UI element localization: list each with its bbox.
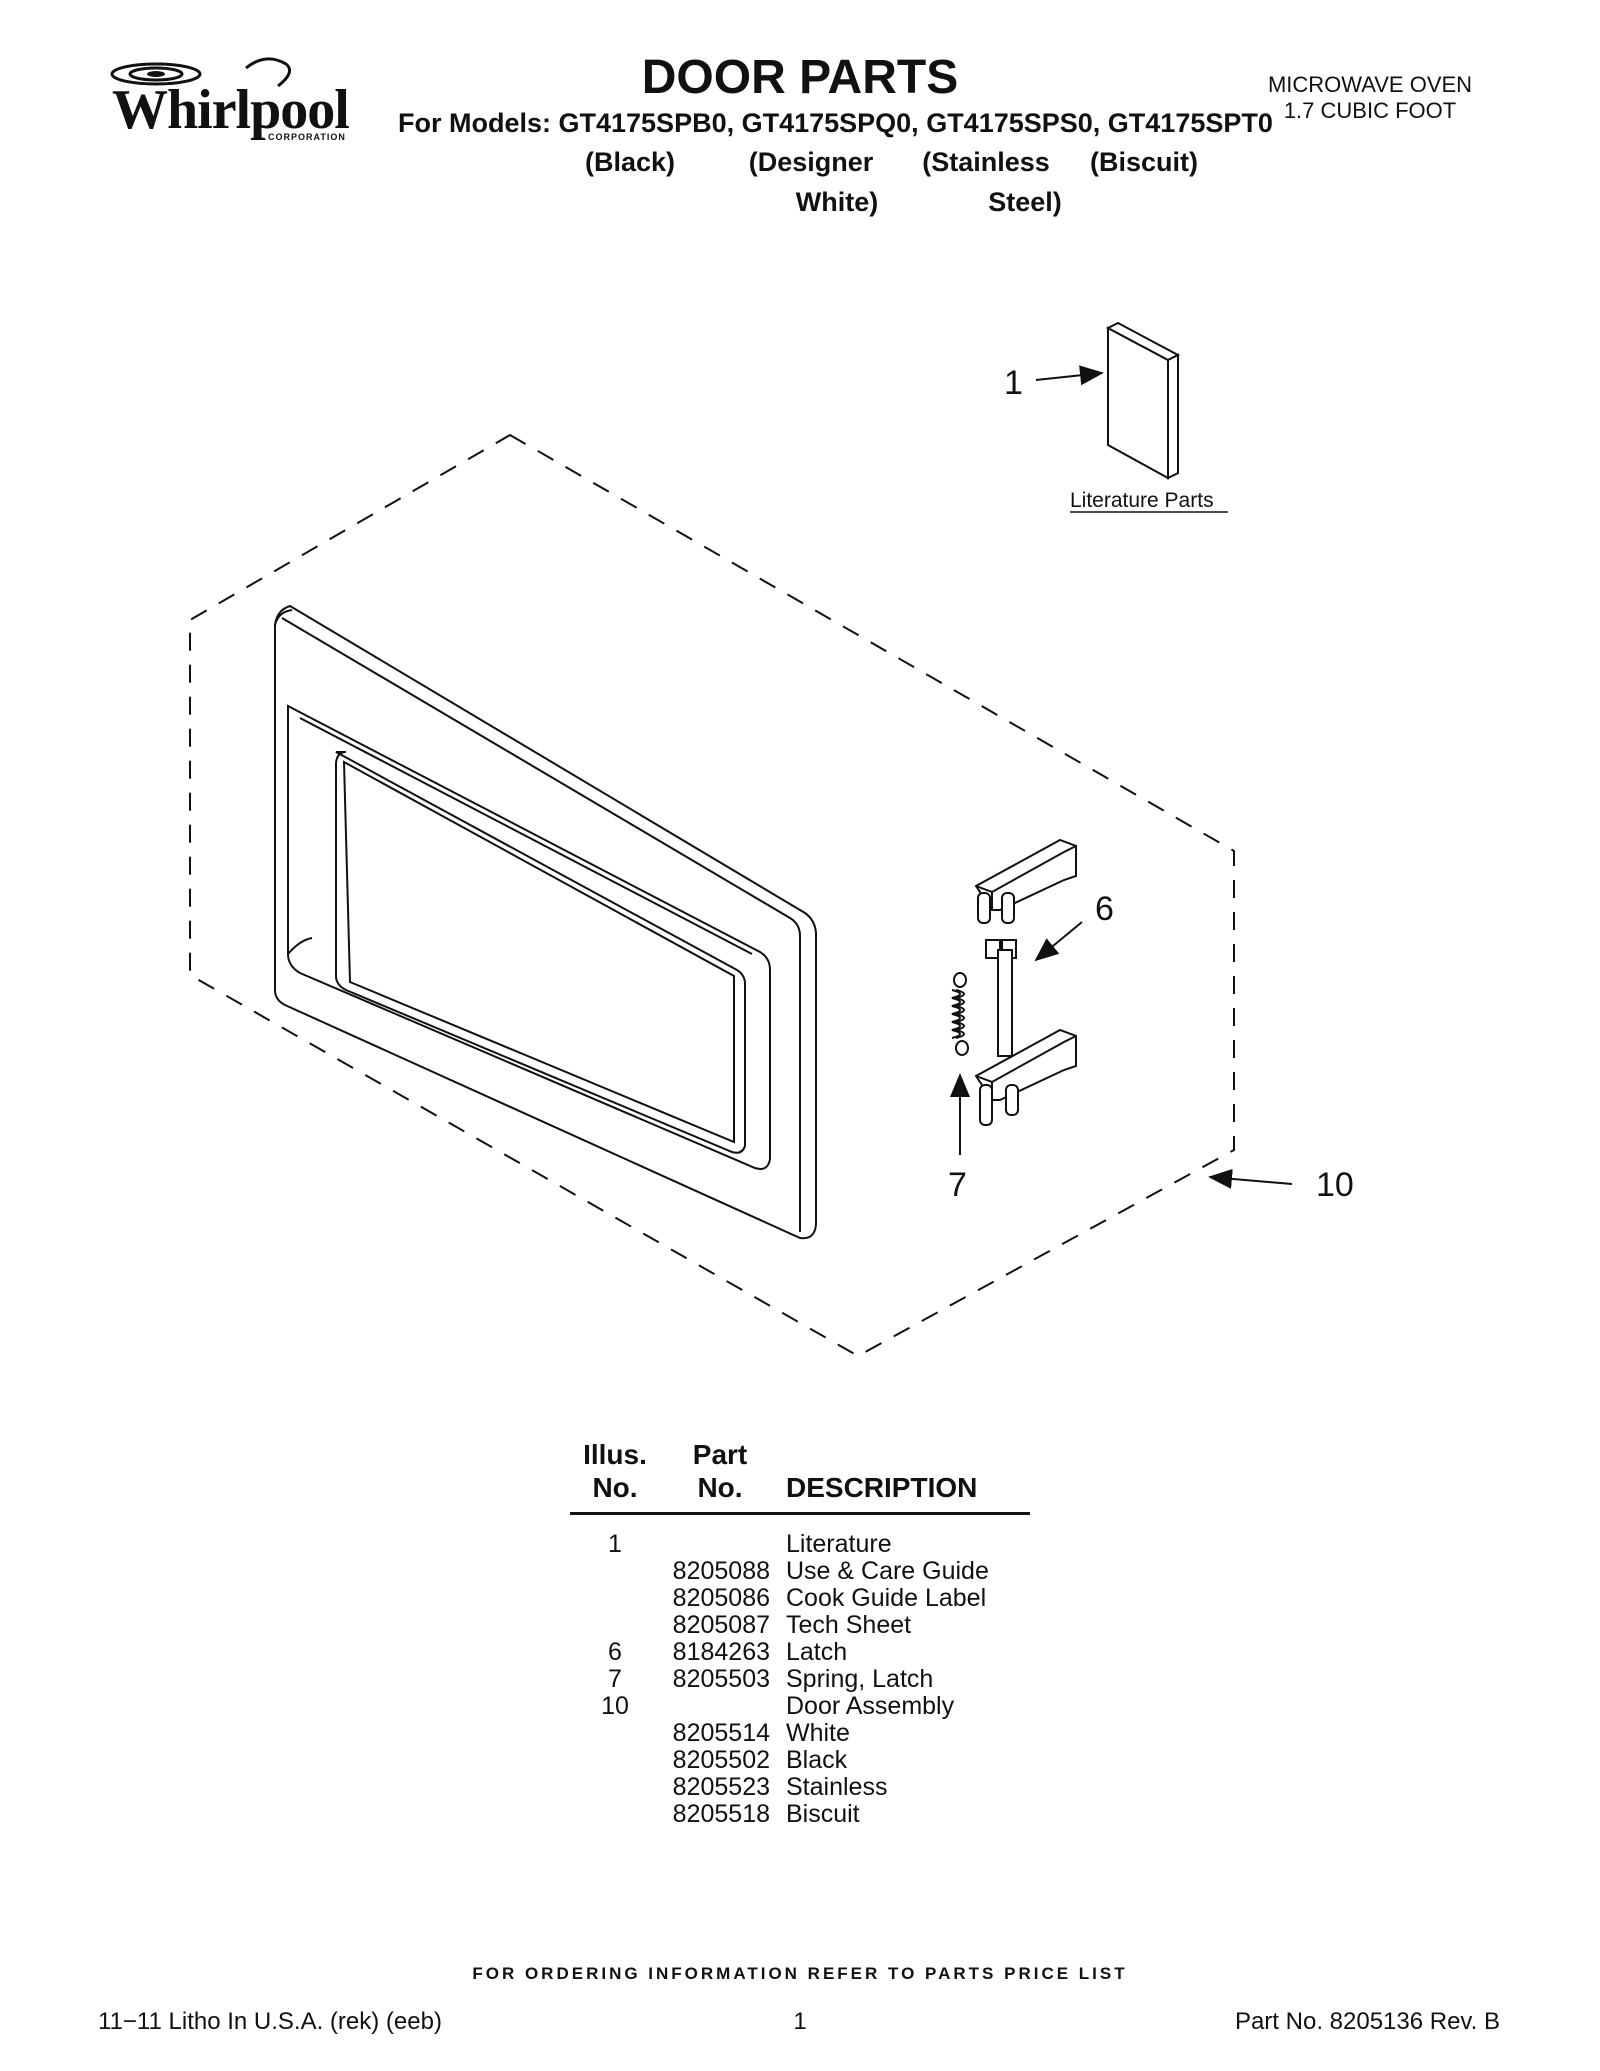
cell-desc: Black <box>786 1746 848 1774</box>
brand-name: Whirlpool <box>112 79 350 141</box>
table-row: 8205088 Use & Care Guide <box>570 1557 1030 1585</box>
callout-7: 7 <box>948 1166 967 1204</box>
assembly-outline <box>189 433 1235 1358</box>
cell-desc: Stainless <box>786 1773 888 1801</box>
cell-desc: Literature <box>786 1530 892 1558</box>
cell-part: 8205523 <box>672 1773 770 1801</box>
table-row: 8205086 Cook Guide Label <box>570 1584 1030 1612</box>
callout-10: 10 <box>1316 1166 1354 1204</box>
cell-part: 8205086 <box>672 1584 770 1612</box>
literature-booklet-icon <box>1105 321 1181 480</box>
logo-swirl-icon <box>110 57 292 88</box>
table-row: 8205514 White <box>570 1719 1030 1747</box>
cell-part: 8205514 <box>672 1719 770 1747</box>
variant-biscuit: (Biscuit) <box>1090 147 1198 177</box>
cell-desc: Spring, Latch <box>786 1665 934 1693</box>
page-title: DOOR PARTS <box>641 51 959 104</box>
cell-part: 8205088 <box>672 1557 770 1585</box>
cell-desc: Door Assembly <box>786 1692 955 1720</box>
cell-desc: Cook Guide Label <box>786 1584 987 1612</box>
header-illus-no: Illus.No. <box>583 1439 647 1503</box>
cell-part: 8205502 <box>672 1746 770 1774</box>
cell-desc: Use & Care Guide <box>786 1557 989 1585</box>
cell-desc: Latch <box>786 1638 848 1666</box>
cell-desc: Tech Sheet <box>786 1611 912 1639</box>
litho-info: 11−11 Litho In U.S.A. (rek) (eeb) <box>98 2008 442 2035</box>
cell-illus: 6 <box>608 1638 622 1666</box>
cell-illus: 7 <box>608 1665 622 1693</box>
table-row: 8205523 Stainless <box>570 1773 1030 1801</box>
cell-illus: 1 <box>608 1530 622 1558</box>
table-row: 6 8184263 Latch <box>570 1638 1030 1666</box>
cell-part: 8205503 <box>672 1665 770 1693</box>
exploded-diagram: 1 Literature Parts 6 7 <box>189 321 1354 1358</box>
variant-black: (Black) <box>584 147 676 177</box>
cell-part: 8184263 <box>672 1638 770 1666</box>
door-assembly-icon <box>274 604 817 1240</box>
header-rule <box>570 1512 1030 1515</box>
cell-part: 8205518 <box>672 1800 770 1828</box>
latch-icon <box>974 838 1077 1126</box>
models-line: For Models: GT4175SPB0, GT4175SPQ0, GT41… <box>398 108 1273 138</box>
table-row: 8205502 Black <box>570 1746 1030 1774</box>
header-description: DESCRIPTION <box>786 1472 978 1503</box>
brand-logo: Whirlpool CORPORATION <box>96 56 356 156</box>
callout-1: 1 <box>1004 364 1023 402</box>
table-row: 7 8205503 Spring, Latch <box>570 1665 1030 1693</box>
document-part-number: Part No. 8205136 Rev. B <box>1234 2008 1500 2035</box>
callout-6: 6 <box>1095 890 1114 928</box>
cell-part: 8205087 <box>672 1611 770 1639</box>
ordering-note: FOR ORDERING INFORMATION REFER TO PARTS … <box>472 1964 1128 1983</box>
cell-desc: Biscuit <box>786 1800 860 1828</box>
table-row: 8205087 Tech Sheet <box>570 1611 1030 1639</box>
spring-icon <box>951 972 969 1056</box>
product-type: MICROWAVE OVEN 1.7 CUBIC FOOT <box>1267 72 1473 123</box>
table-row: 10 Door Assembly <box>570 1692 1030 1720</box>
table-row: 8205518 Biscuit <box>570 1800 1030 1828</box>
cell-desc: White <box>786 1719 850 1747</box>
cell-illus: 10 <box>601 1692 629 1720</box>
brand-subtitle: CORPORATION <box>268 132 346 142</box>
literature-parts-label: Literature Parts <box>1070 489 1214 512</box>
table-row: 1 Literature <box>570 1530 1030 1558</box>
page-number: 1 <box>793 2008 807 2035</box>
